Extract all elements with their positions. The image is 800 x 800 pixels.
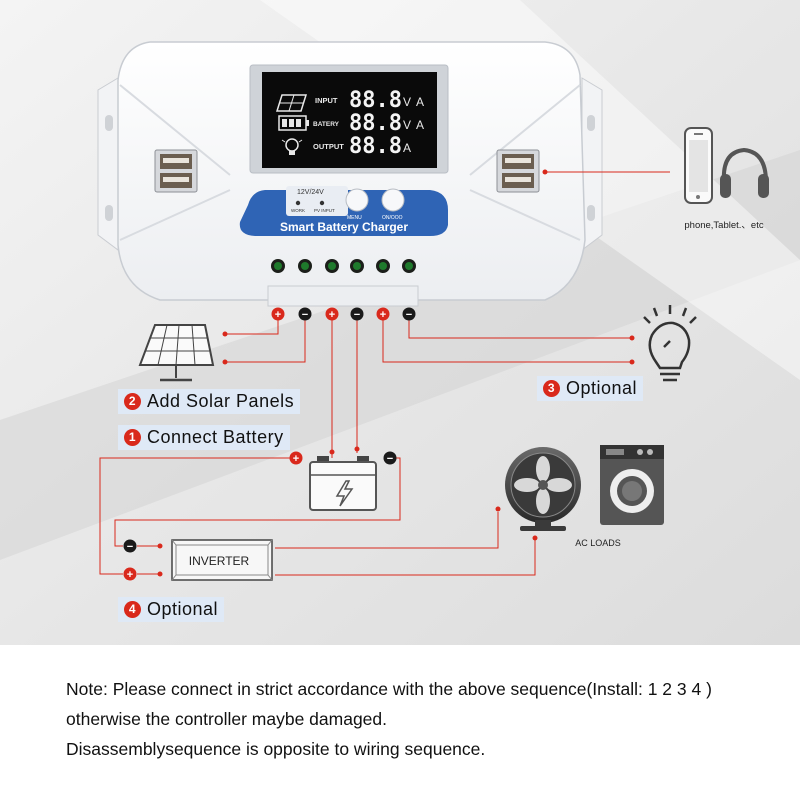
wire-dots: [157, 169, 635, 577]
right-mount-hole: [587, 205, 595, 221]
inverter-negative-badge: [123, 539, 137, 553]
step-4-text: Optional: [147, 599, 219, 619]
step-4-number: 4: [124, 601, 141, 618]
terminal-5-polarity: +: [380, 309, 386, 321]
wire-inverter-positive: [99, 457, 296, 575]
inverter-negative-sign: −: [127, 541, 133, 553]
solar-panel-icon: [138, 324, 215, 382]
work-label: WORK: [291, 208, 305, 213]
inverter-positive-badge: [123, 567, 137, 581]
lcd-input-unit-a: A: [416, 95, 424, 109]
diagram-canvas: INPUT BATERY OUTPUT 88.8 88.8 88.8 V A V…: [0, 0, 800, 645]
battery-positive-badge: [289, 451, 303, 465]
onoff-label: ON/OOO: [382, 215, 403, 221]
menu-label: MENU: [347, 215, 362, 221]
bulb-lcd-icon: [281, 138, 303, 155]
menu-button[interactable]: [345, 188, 369, 212]
note-line-1: Note: Please connect in strict accordanc…: [66, 679, 712, 699]
phone-icon: [684, 127, 713, 204]
note-line-3: Disassemblysequence is opposite to wirin…: [66, 739, 486, 759]
lcd-input-label: INPUT: [315, 96, 338, 105]
battery-lcd-icon: [278, 115, 309, 131]
ac-loads-label: AC LOADS: [575, 538, 621, 548]
wire-inverter-negative: [114, 457, 401, 547]
usb-devices-label: phone,Tablet.、etc: [684, 220, 763, 231]
left-ear: [97, 77, 119, 251]
terminal-6-polarity: −: [406, 309, 412, 321]
inverter-label: INVERTER: [189, 554, 250, 568]
product-name: Smart Battery Charger: [280, 220, 408, 234]
terminal-1-polarity: +: [275, 309, 281, 321]
headphones-icon: [720, 147, 769, 198]
battery-negative-badge: [383, 451, 397, 465]
usb-port-left[interactable]: [154, 149, 198, 193]
body-bevels: [119, 84, 581, 241]
battery-negative-sign: −: [387, 453, 393, 465]
left-mount-hole: [105, 115, 113, 131]
lcd-output-unit-a: A: [403, 141, 411, 155]
lcd-output-value: 88.8: [349, 134, 402, 159]
step-3-number: 3: [543, 380, 560, 397]
wire-solar-positive: [225, 314, 279, 335]
step-2-label: 2 Add Solar Panels: [118, 389, 301, 414]
step-3-label: 3 Optional: [537, 376, 644, 401]
wire-load-negative: [408, 314, 632, 339]
terminal-2-polarity: −: [302, 309, 308, 321]
step-2-number: 2: [124, 393, 141, 410]
indicator-subpanel: [286, 186, 348, 216]
lcd-battery-unit-v: V: [403, 118, 411, 132]
note-section: Note: Please connect in strict accordanc…: [0, 645, 800, 800]
wires: [99, 171, 670, 576]
step-1-label: 1 Connect Battery: [118, 425, 290, 450]
inverter-positive-sign: +: [127, 569, 133, 581]
left-mount-hole: [105, 205, 113, 221]
voltage-label: 12V/24V: [297, 189, 324, 196]
lcd-input-unit-v: V: [403, 95, 411, 109]
fan-icon: [505, 447, 581, 531]
terminal-block: [267, 285, 419, 307]
step-3-text: Optional: [566, 378, 638, 398]
step-2-text: Add Solar Panels: [147, 391, 295, 411]
wire-ac-2: [275, 540, 536, 576]
step-4-label: 4 Optional: [118, 597, 225, 622]
charge-controller: INPUT BATERY OUTPUT 88.8 88.8 88.8 V A V…: [97, 41, 603, 307]
battery-positive-sign: +: [293, 453, 299, 465]
onoff-button[interactable]: [381, 188, 405, 212]
right-mount-hole: [587, 115, 595, 131]
usb-port-right[interactable]: [496, 149, 540, 193]
light-bulb-icon: [643, 305, 697, 382]
lcd-battery-value: 88.8: [349, 111, 402, 136]
note-line-2: otherwise the controller maybe damaged.: [66, 709, 388, 729]
washing-machine-icon: [600, 445, 664, 525]
pv-input-led: [319, 200, 325, 206]
terminal-polarity-badges: + − + − + −: [271, 307, 416, 321]
lcd-battery-unit-a: A: [416, 118, 424, 132]
wire-ac-1: [275, 512, 499, 549]
wire-solar-negative: [225, 314, 306, 363]
terminal-screws: [271, 259, 416, 273]
pv-input-label: PV INPUT: [314, 208, 335, 213]
battery-icon: [309, 456, 377, 511]
wire-load-positive: [382, 314, 632, 363]
solar-panel-lcd-icon: [275, 94, 308, 112]
work-led: [295, 200, 301, 206]
terminal-3-polarity: +: [329, 309, 335, 321]
step-1-number: 1: [124, 429, 141, 446]
lcd-input-value: 88.8: [349, 88, 402, 113]
lcd-battery-label: BATERY: [313, 121, 340, 128]
inverter-icon: [171, 539, 273, 581]
terminal-4-polarity: −: [354, 309, 360, 321]
step-1-text: Connect Battery: [147, 427, 284, 447]
lcd-output-label: OUTPUT: [313, 142, 344, 151]
